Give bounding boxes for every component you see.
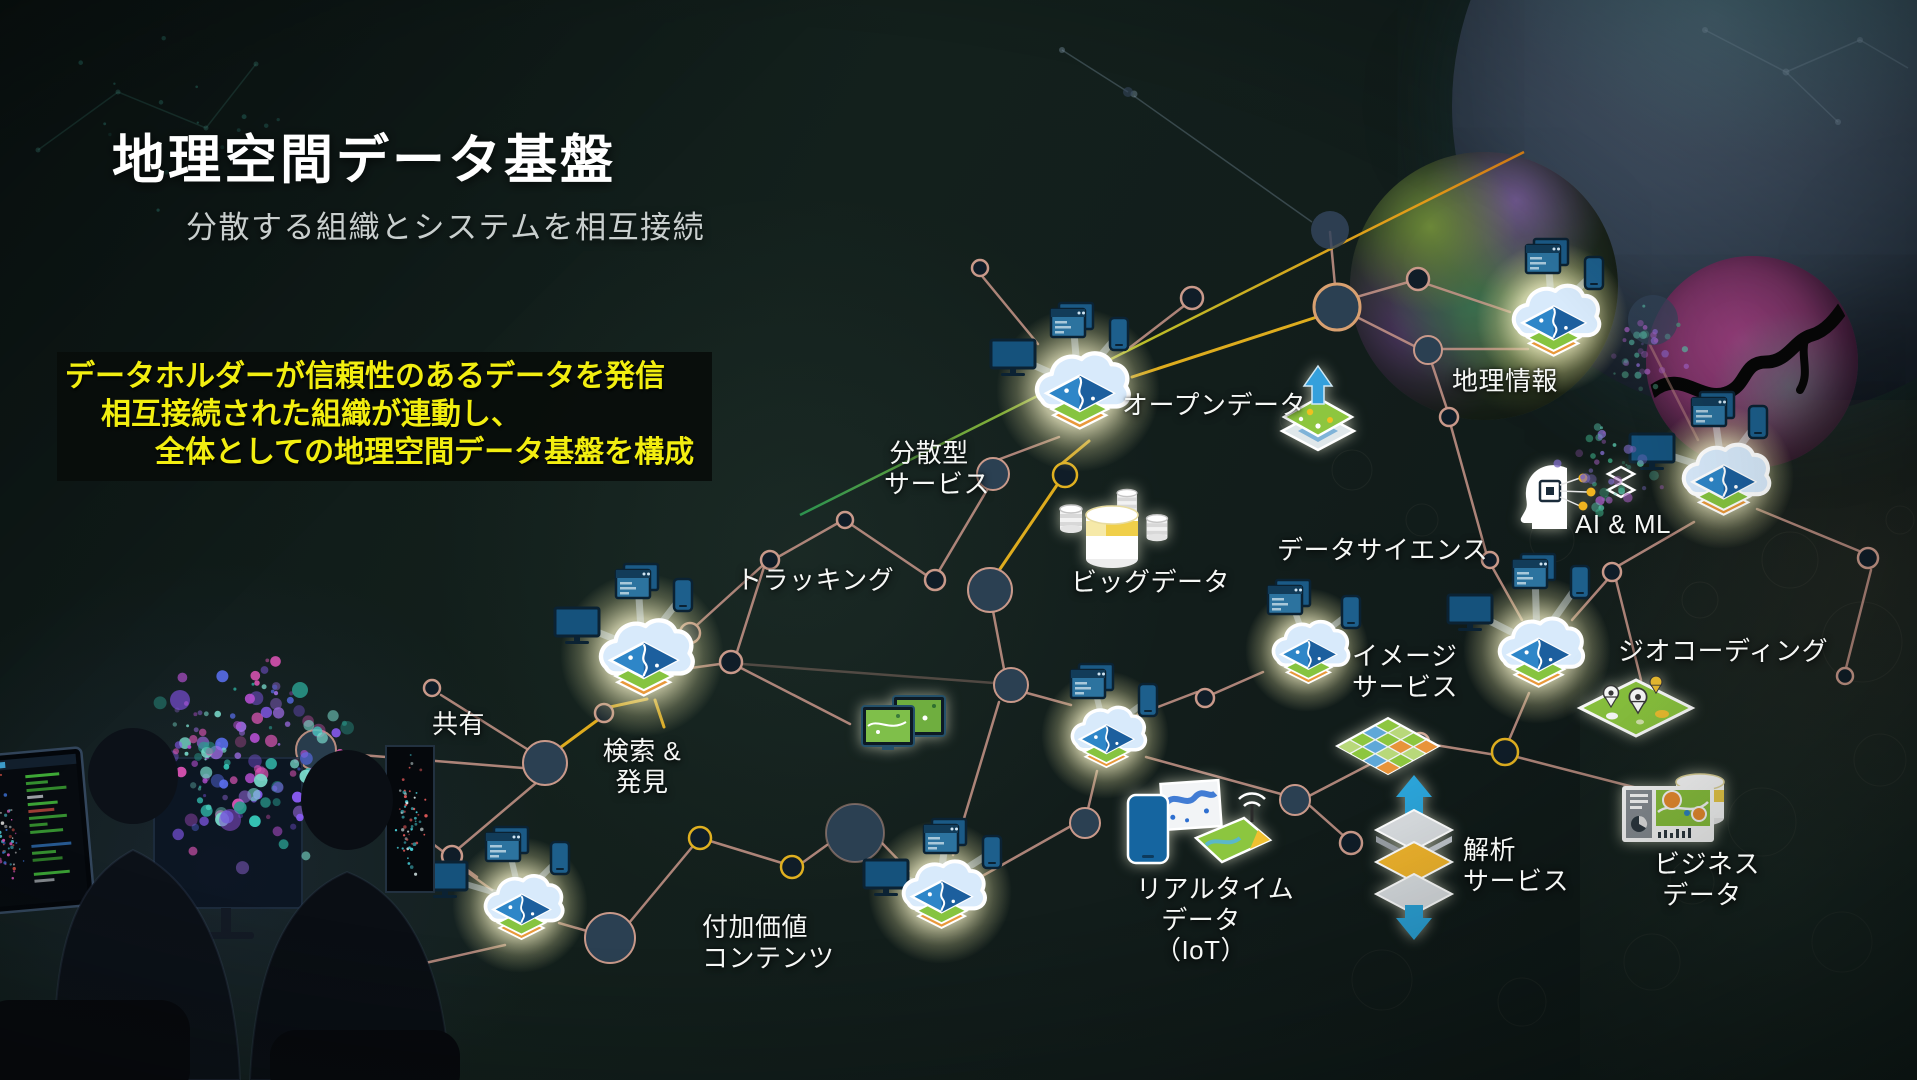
phone-icon xyxy=(1110,318,1128,350)
phone-icon xyxy=(1342,596,1360,628)
page-subtitle: 分散する組織とシステムを相互接続 xyxy=(186,202,705,247)
page-title: 地理空間データ基盤 xyxy=(112,118,616,194)
phone-map-antenna-icon xyxy=(1128,780,1270,863)
phone-icon xyxy=(551,842,569,874)
label-realtime-iot: リアルタイムデータ（IoT） xyxy=(1136,874,1266,966)
label-ai-ml: AI & ML xyxy=(1575,509,1671,540)
database-cylinders-icon xyxy=(1060,489,1167,568)
label-geocoding: ジオコーディング xyxy=(1618,636,1828,667)
label-tracking: トラッキング xyxy=(736,565,894,596)
label-open-data: オープンデータ xyxy=(1122,390,1306,421)
analysts-scene xyxy=(0,656,460,1080)
layer-stack-arrows-icon xyxy=(1376,775,1452,940)
callout-box: データホルダーが信頼性のあるデータを発信 相互接続された組織が連動し、 全体とし… xyxy=(57,352,712,481)
callout-line-2: 相互接続された組織が連動し、 xyxy=(101,396,694,434)
dashboard-database-icon xyxy=(1622,774,1724,842)
code-monitor xyxy=(0,747,95,913)
phone-icon xyxy=(674,579,692,611)
label-value-added-content: 付加価値コンテンツ xyxy=(702,912,835,973)
phone-icon xyxy=(1585,257,1603,289)
phone-icon xyxy=(1571,566,1589,598)
phone-icon xyxy=(983,836,1001,868)
constellation-lines-top-right xyxy=(1062,30,1908,222)
checker-map-icon xyxy=(1337,718,1439,774)
phone-icon xyxy=(1139,684,1157,716)
callout-line-1: データホルダーが信頼性のあるデータを発信 xyxy=(65,358,694,396)
label-analysis-service: 解析サービス xyxy=(1463,835,1569,896)
label-search-discovery: 検索 &発見 xyxy=(598,736,686,797)
constellation-dots-top-right xyxy=(1059,27,1863,125)
label-distributed-services: 分散型サービス xyxy=(884,438,974,499)
label-big-data: ビッグデータ xyxy=(1071,567,1230,598)
label-business-data: ビジネスデータ xyxy=(1654,849,1750,910)
label-geo-info: 地理情報 xyxy=(1452,366,1558,397)
phone-icon xyxy=(1749,406,1767,438)
label-data-science: データサイエンス xyxy=(1277,535,1488,566)
label-sharing: 共有 xyxy=(432,709,485,740)
river-overlay xyxy=(1652,305,1845,395)
map-screens-icon xyxy=(862,696,945,750)
label-image-service: イメージサービス xyxy=(1352,641,1452,702)
callout-line-3: 全体としての地理空間データ基盤を構成 xyxy=(155,434,694,472)
